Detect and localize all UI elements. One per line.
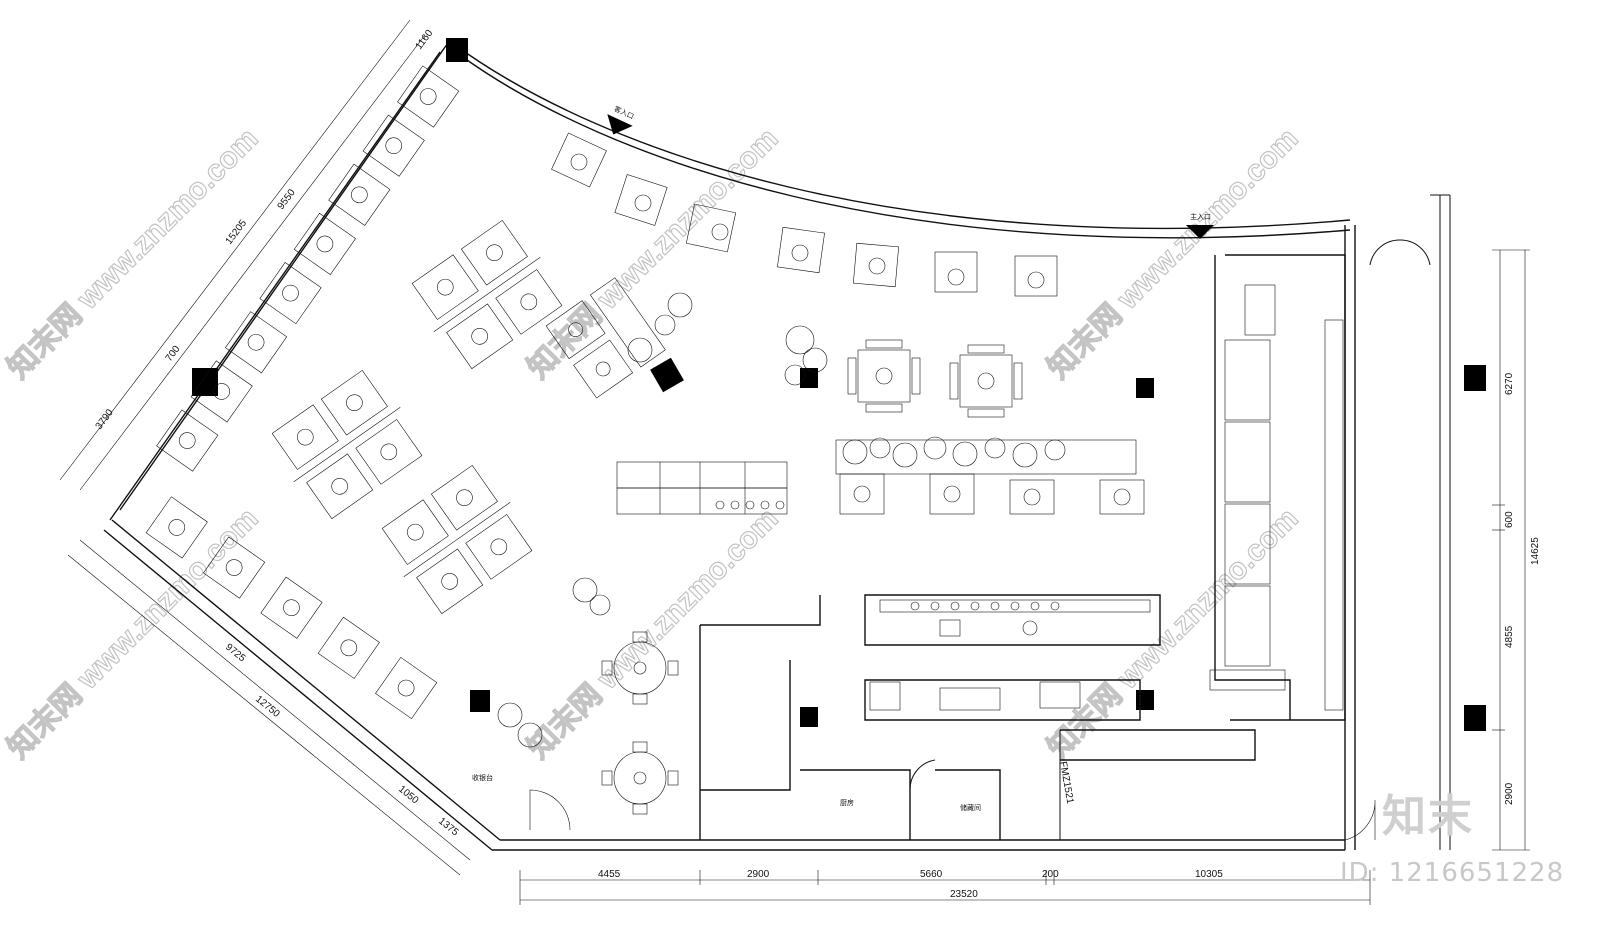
watermark-text: 知末网 www.znzmo.com xyxy=(1042,122,1305,385)
watermark-text: 知末网 www.znzmo.com xyxy=(2,122,265,385)
storage-label: 储藏间 xyxy=(960,803,981,812)
dimension-left-lower: 9725 12750 1050 1375 xyxy=(67,539,471,876)
entrance-main: 主入口 xyxy=(1186,212,1214,239)
four-top-tables xyxy=(847,339,1023,418)
column xyxy=(650,357,684,393)
column xyxy=(1464,705,1486,731)
service-counter xyxy=(616,461,788,515)
dim-left-lower-2: 12750 xyxy=(253,694,282,720)
dim-right-4: 2900 xyxy=(1504,782,1515,805)
brand-logo: 知末 xyxy=(1382,791,1474,842)
column xyxy=(1136,378,1154,398)
entrance-arrow-icon xyxy=(607,114,633,135)
watermark-group: 知末网 www.znzmo.com 知末网 www.znzmo.com 知末网 … xyxy=(1,121,1305,765)
booth-row-left-wall xyxy=(156,65,460,472)
door-swings xyxy=(529,789,1376,841)
dim-left-lower-3: 1050 xyxy=(396,784,421,807)
watermark-text: 知末网 www.znzmo.com xyxy=(522,122,785,385)
dim-bottom-2: 2900 xyxy=(747,869,770,880)
column xyxy=(470,690,490,712)
round-tables xyxy=(601,631,679,815)
column xyxy=(446,38,468,62)
booth-cluster-3 xyxy=(381,464,533,615)
column xyxy=(1464,365,1486,391)
dim-right-total: 14625 xyxy=(1530,537,1541,565)
kitchen-block xyxy=(699,594,1256,840)
plant-icons xyxy=(497,292,828,748)
column xyxy=(800,707,818,727)
dim-left-upper-2: 9550 xyxy=(276,187,298,212)
dim-left-upper-4: 700 xyxy=(164,344,183,364)
watermark-text: 知末网 www.znzmo.com xyxy=(1042,502,1305,765)
booth-cluster-2 xyxy=(271,369,423,520)
dim-bottom-5: 10305 xyxy=(1195,869,1223,880)
entrance-main-label: 主入口 xyxy=(1190,212,1211,221)
booth-cluster-1 xyxy=(411,219,563,370)
outer-walls xyxy=(103,39,1451,851)
dim-bottom-4: 200 xyxy=(1042,869,1059,880)
column xyxy=(192,368,218,396)
dim-bottom-1: 4455 xyxy=(598,869,621,880)
watermark-text: 知末网 www.znzmo.com xyxy=(2,502,265,765)
booth-cluster-4 xyxy=(545,277,666,399)
dimension-bottom: 4455 2900 5660 200 10305 23520 xyxy=(519,869,1371,905)
dim-right-2: 600 xyxy=(1504,511,1515,528)
right-storage xyxy=(1209,239,1431,721)
entrance-guest: 客入口 xyxy=(607,104,635,135)
dim-bottom-total: 23520 xyxy=(950,889,978,900)
dim-left-upper-3: 15205 xyxy=(224,218,250,247)
kitchen-label: 厨房 xyxy=(840,798,854,807)
dimension-right: 6270 600 4855 2900 14625 xyxy=(1492,249,1541,851)
dim-right-1: 6270 xyxy=(1504,372,1515,395)
watermark-text: 知末网 www.znzmo.com xyxy=(522,502,785,765)
cashier-label: 收银台 xyxy=(472,773,493,782)
column xyxy=(1136,690,1154,710)
column xyxy=(800,368,818,388)
booth-row-lower-wall xyxy=(145,496,438,720)
booth-row-front xyxy=(551,132,1058,297)
dim-bottom-3: 5660 xyxy=(920,869,943,880)
image-id-tag: ID: 1216651228 xyxy=(1340,858,1565,888)
planter-row xyxy=(835,436,1145,515)
entrance-arrow-icon xyxy=(1186,225,1214,239)
dim-right-3: 4855 xyxy=(1504,625,1515,648)
dim-left-upper-1: 1160 xyxy=(414,28,436,52)
